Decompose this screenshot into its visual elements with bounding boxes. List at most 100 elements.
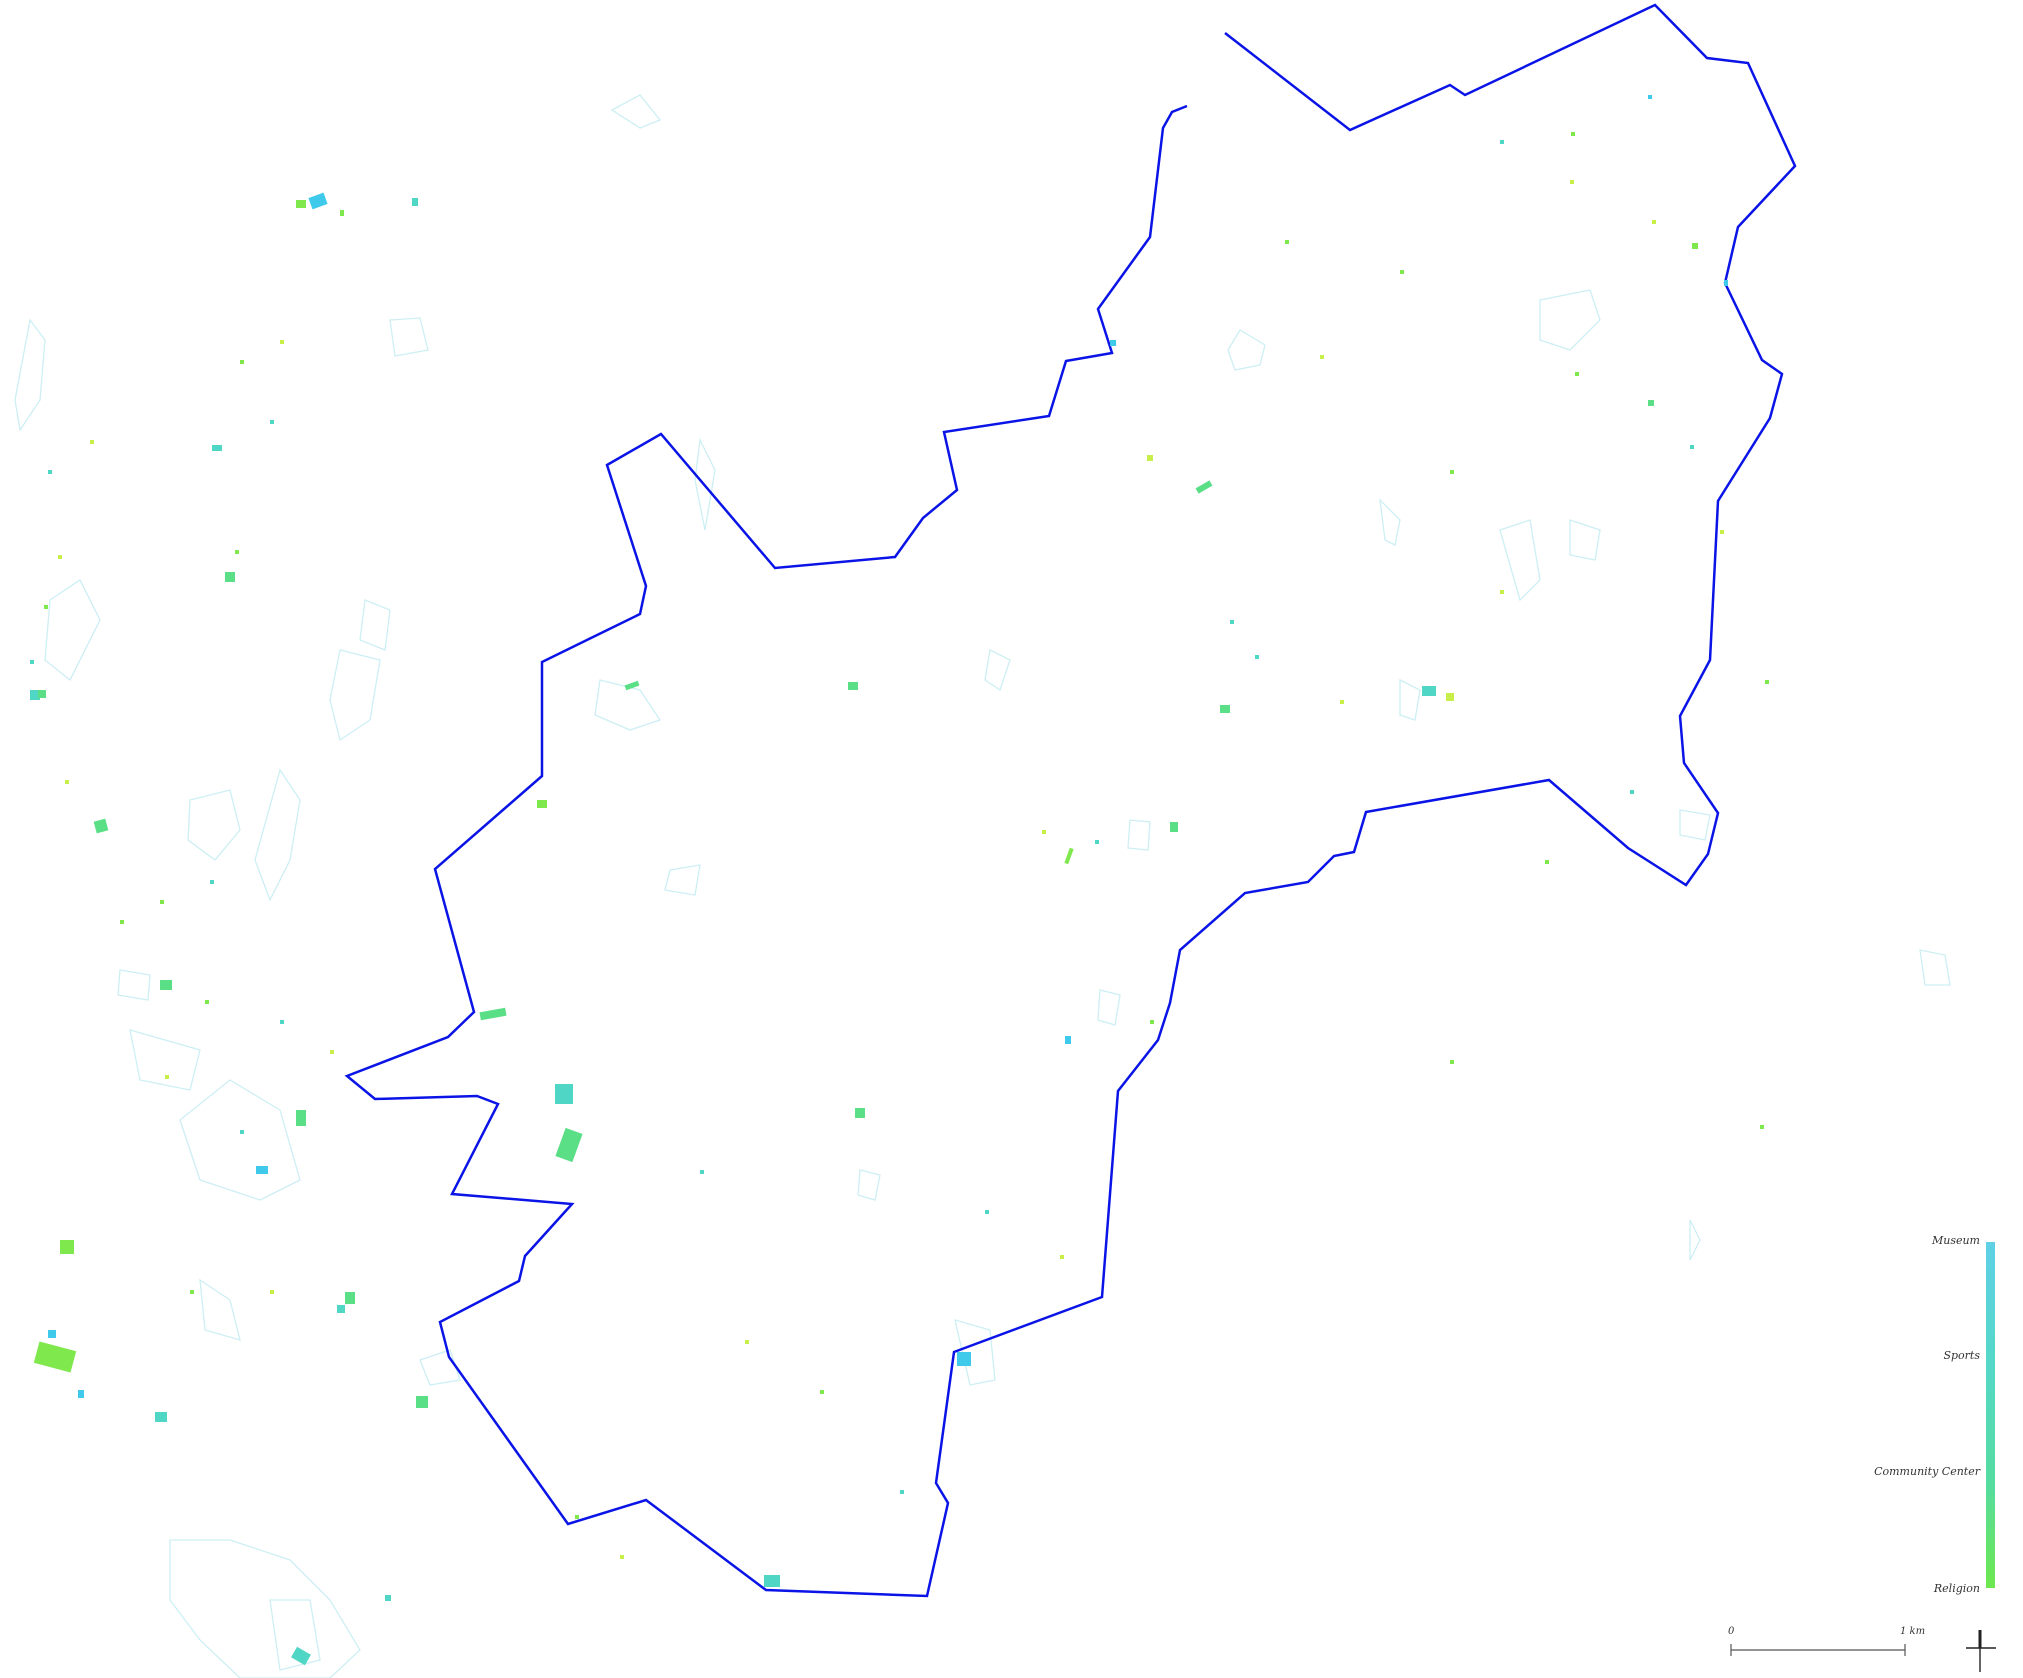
poi-community-18: [416, 1396, 428, 1408]
poi-dot-24: [1570, 180, 1574, 184]
poi-dot-30: [1500, 590, 1504, 594]
poi-sports-2: [412, 198, 418, 206]
poi-sports-14: [155, 1412, 167, 1422]
poi-dot-33: [1720, 530, 1724, 534]
poi-community-30: [1170, 822, 1178, 832]
poi-religion-40: [1652, 220, 1656, 224]
poi-sports-17: [337, 1305, 345, 1313]
poi-community-24: [555, 1127, 583, 1163]
poi-sports-8: [30, 690, 40, 700]
poi-dot-14: [270, 420, 274, 424]
poi-community-43: [1648, 400, 1654, 406]
poi-dot-7: [205, 1000, 209, 1004]
poi-dot-37: [1150, 1020, 1154, 1024]
poi-dot-39: [745, 1340, 749, 1344]
poi-community-27: [848, 682, 858, 690]
poi-religion-11: [33, 1341, 77, 1373]
poi-community-29: [1220, 705, 1230, 713]
poi-religion-37: [1064, 847, 1074, 865]
poi-religion-1: [296, 200, 306, 208]
poi-dot-31: [1545, 860, 1549, 864]
scale-label-start: 0: [1728, 1626, 1735, 1637]
poi-community-28: [855, 1108, 865, 1118]
scale-bar: [1730, 1644, 1906, 1656]
poi-community-15: [296, 1110, 306, 1126]
poi-dot-5: [210, 880, 214, 884]
poi-dot-40: [820, 1390, 824, 1394]
poi-museum-12: [48, 1330, 56, 1338]
north-arrow-icon: [1966, 1630, 1996, 1672]
poi-religion-39: [1147, 455, 1153, 461]
poi-religion-32: [1446, 693, 1454, 701]
poi-dot-21: [1320, 355, 1324, 359]
poi-dot-43: [575, 1515, 579, 1519]
poi-sports-35: [764, 1575, 780, 1587]
poi-religion-3: [340, 210, 344, 216]
poi-sports-21: [385, 1595, 391, 1601]
poi-museum-13: [78, 1390, 84, 1398]
poi-religion-38: [1760, 1125, 1764, 1129]
poi-community-7: [160, 980, 172, 990]
poi-religion-25: [537, 800, 547, 808]
poi-dot-8: [240, 1130, 244, 1134]
poi-community-5: [225, 572, 235, 582]
poi-dot-28: [1450, 470, 1454, 474]
poi-dot-36: [1060, 1255, 1064, 1259]
poi-community-9: [38, 690, 46, 698]
poi-dot-35: [1095, 840, 1099, 844]
poi-museum-42: [1648, 95, 1652, 99]
poi-dot-19: [120, 920, 124, 924]
poi-dot-42: [620, 1555, 624, 1559]
poi-religion-44: [1571, 132, 1575, 136]
legend-label-religion: Religion: [1933, 1582, 1980, 1595]
legend-label-community-center: Community Center: [1874, 1465, 1981, 1478]
poi-dot-18: [90, 440, 94, 444]
legend-label-sports: Sports: [1943, 1349, 1980, 1362]
poi-community-33: [1195, 480, 1213, 494]
poi-sports-4: [212, 445, 222, 451]
poi-dot-32: [1690, 445, 1694, 449]
poi-community-26: [624, 680, 640, 691]
poi-dot-10: [190, 1290, 194, 1294]
poi-religion-45: [1692, 243, 1698, 249]
poi-dot-27: [1340, 700, 1344, 704]
poi-buildings: [30, 95, 1769, 1666]
building-outlines: [14, 94, 1951, 1678]
poi-community-16: [345, 1292, 355, 1304]
poi-dot-4: [160, 900, 164, 904]
poi-sports-20: [291, 1646, 311, 1666]
poi-museum-41: [1110, 340, 1116, 346]
poi-dot-17: [48, 470, 52, 474]
poi-dot-20: [1230, 620, 1234, 624]
legend-color-bar: [1986, 1242, 1995, 1588]
poi-dot-41: [900, 1490, 904, 1494]
scale-label-end: 1 km: [1900, 1626, 1925, 1637]
poi-museum-46: [1724, 280, 1728, 286]
poi-dot-2: [30, 660, 34, 664]
poi-dot-23: [1500, 140, 1504, 144]
poi-dot-12: [330, 1050, 334, 1054]
poi-dot-26: [1255, 655, 1259, 659]
poi-religion-10: [60, 1240, 74, 1254]
poi-dot-0: [58, 555, 62, 559]
poi-museum-0: [308, 192, 328, 210]
poi-dot-29: [1630, 790, 1634, 794]
poi-dot-25: [1285, 240, 1289, 244]
poi-dot-34: [1765, 680, 1769, 684]
poi-museum-36: [1065, 1036, 1071, 1044]
poi-community-22: [479, 1007, 507, 1021]
poi-sports-31: [1422, 686, 1436, 696]
poi-dot-1: [44, 605, 48, 609]
study-area-boundary: [344, 3, 1797, 1598]
poi-dot-6: [165, 1075, 169, 1079]
poi-dot-13: [235, 550, 239, 554]
poi-dot-46: [1450, 1060, 1454, 1064]
poi-community-6: [93, 818, 109, 834]
poi-sports-23: [555, 1084, 573, 1104]
poi-dot-16: [240, 360, 244, 364]
poi-dot-9: [270, 1290, 274, 1294]
poi-dot-3: [65, 780, 69, 784]
poi-dot-45: [1042, 830, 1046, 834]
poi-religion-47: [1575, 372, 1579, 376]
